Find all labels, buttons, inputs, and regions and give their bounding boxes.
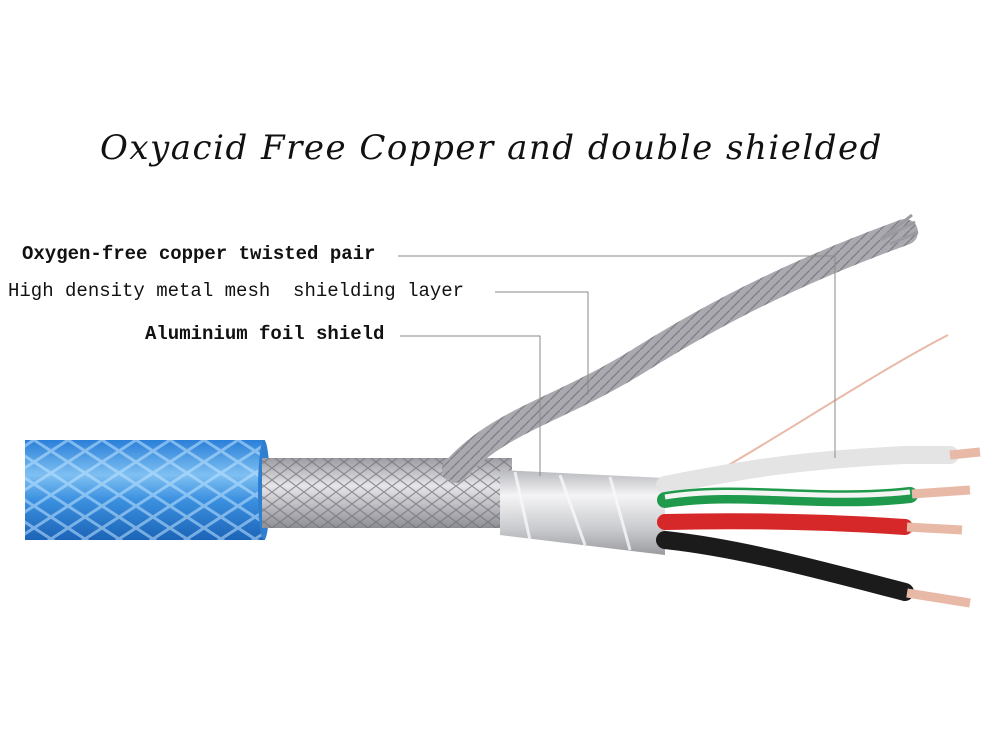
leader-line-foil-shield	[400, 335, 541, 476]
leader-line-twisted-pair	[398, 255, 836, 458]
label-twisted-pair: Oxygen-free copper twisted pair	[22, 243, 376, 265]
leader-lines	[398, 255, 836, 476]
foil-shield	[500, 470, 665, 555]
leader-line-mesh-shield	[495, 291, 589, 395]
twisted-braid-strand	[442, 213, 919, 483]
inner-wires	[656, 446, 981, 608]
label-foil-shield: Aluminium foil shield	[145, 323, 385, 345]
label-mesh-shield: High density metal mesh shielding layer	[8, 280, 465, 302]
outer-jacket	[25, 440, 270, 540]
page-title: Oxyacid Free Copper and double shielded	[100, 128, 883, 168]
